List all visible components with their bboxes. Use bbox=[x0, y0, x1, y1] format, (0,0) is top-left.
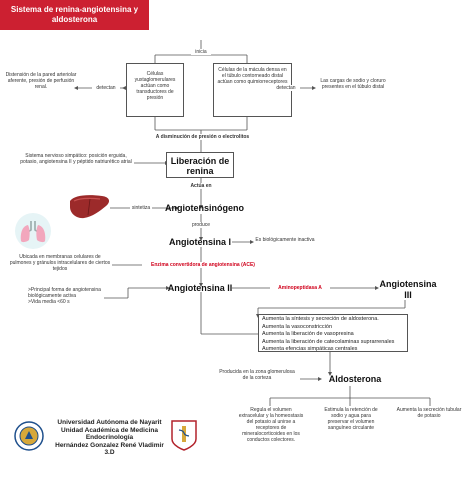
node-producida: Producida en la zona glomerulosa de la c… bbox=[219, 369, 295, 381]
footer-author: Hernández Gonzalez René Vladimir 3.D bbox=[55, 441, 164, 457]
footer-credits: Universidad Autónoma de Nayarit Unidad A… bbox=[52, 419, 167, 457]
node-distension: Distensión de la pared arteriolar aferen… bbox=[5, 72, 77, 90]
footer-course: Endocrinología bbox=[85, 434, 134, 441]
label-produce: produce bbox=[187, 222, 215, 228]
effect-item: Aumenta la síntesis y secreción de aldos… bbox=[262, 316, 379, 322]
node-angiotensina-ii: Angiotensina II bbox=[167, 283, 233, 293]
label-aminopeptidasa: Aminopeptidasa A bbox=[270, 285, 330, 291]
footer-unit: Unidad Académica de Medicina bbox=[61, 426, 158, 434]
label-sintetiza: sintetiza bbox=[130, 205, 152, 211]
effects-list: Aumenta la síntesis y secreción de aldos… bbox=[258, 314, 408, 352]
node-angiotensina-i: Angiotensina I bbox=[168, 237, 231, 247]
node-angiotensina-iii: Angiotensina III bbox=[378, 279, 438, 301]
diagram-title: Sistema de renina-angiotensina y aldoste… bbox=[0, 0, 149, 30]
node-yuxtaglomerulares: Células yuxtaglomerulares actúan como tr… bbox=[126, 63, 184, 117]
effect-item: Aumenta la liberación de catecolaminas s… bbox=[262, 338, 395, 345]
lungs-icon bbox=[15, 213, 51, 249]
node-inactiva: Es biológicamente inactiva bbox=[255, 237, 315, 243]
angiotensina-iii-line2: III bbox=[404, 290, 412, 300]
node-simpatico: Sistema nervioso simpático: posición erg… bbox=[20, 153, 132, 165]
node-regula: Regula el volumen extracelular y la home… bbox=[238, 407, 304, 443]
effect-item: Aumenta efencias simpáticas centrales bbox=[262, 346, 358, 352]
label-ace: Enzima convertidora de angiotensina (ACE… bbox=[142, 262, 264, 268]
node-principal: >Principal forma de angiotensina biológi… bbox=[28, 287, 101, 305]
node-estimula: Estimula la retención de sodio y agua pa… bbox=[324, 407, 378, 431]
liver-icon bbox=[70, 195, 110, 219]
footer-university: Universidad Autónoma de Nayarit bbox=[57, 419, 162, 426]
angiotensina-iii-line1: Angiotensina bbox=[379, 279, 437, 289]
node-secrecion: Aumenta la secreción tubular de potasio bbox=[396, 407, 462, 419]
label-actua-en: Actúa en bbox=[186, 183, 216, 189]
node-cargas: Las cargas de sodio y cloruro presentes … bbox=[320, 78, 386, 90]
effect-item: Aumenta la vasoconstricción bbox=[262, 323, 333, 330]
medicine-seal-icon bbox=[171, 420, 197, 451]
node-ubicada: Ubicada en membranas celulares de pulmon… bbox=[9, 254, 111, 272]
label-inicia: inicia bbox=[191, 49, 211, 55]
node-aldosterona: Aldosterona bbox=[328, 374, 382, 384]
university-seal-icon bbox=[14, 421, 44, 451]
label-detectan-right: detectan bbox=[272, 85, 300, 91]
effect-item: Aumenta la liberación de vasopresina bbox=[262, 331, 354, 337]
label-detectan-left: detectan bbox=[92, 85, 120, 91]
node-angiotensinogeno: Angiotensinógeno bbox=[165, 203, 244, 213]
label-disminucion: A disminución de presión o electrolitos bbox=[145, 134, 260, 140]
node-liberacion-renina: Liberación de renina bbox=[166, 152, 234, 178]
